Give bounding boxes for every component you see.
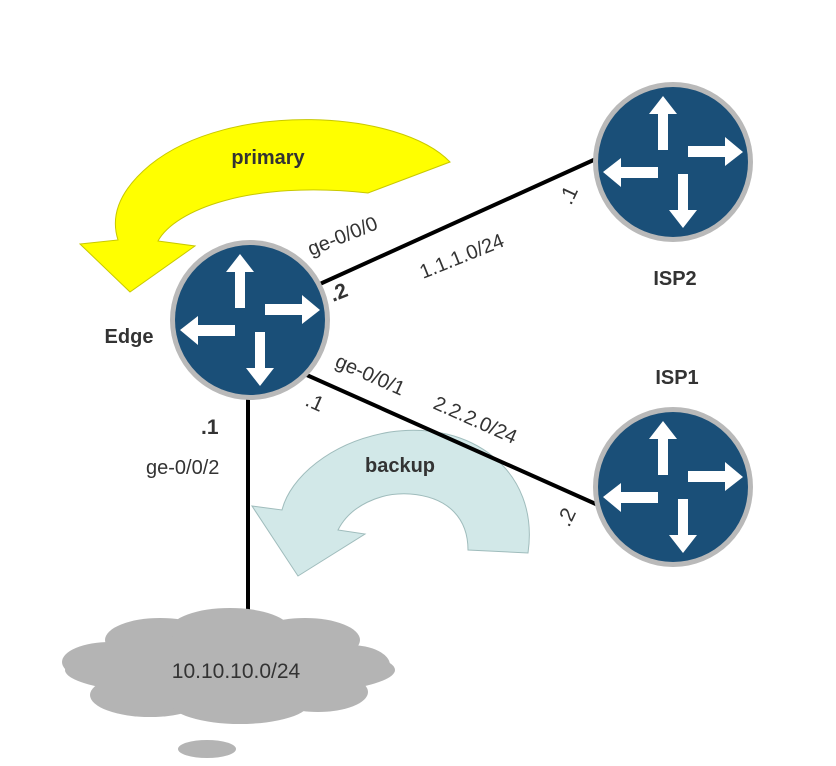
link-edge-isp2: [299, 156, 599, 295]
link-edge-isp1: [299, 370, 599, 507]
cloud-icon: [62, 608, 395, 758]
router-isp2[interactable]: [593, 82, 753, 242]
router-edge-name: Edge: [105, 326, 154, 348]
edge-isp2-subnet: 1.1.1.0/24: [417, 230, 508, 284]
primary-label: primary: [231, 147, 305, 169]
edge-lan-interface: ge-0/0/2: [146, 457, 219, 479]
router-isp1-name: ISP1: [655, 367, 698, 389]
edge-lan-edge-host: .1: [201, 416, 219, 439]
edge-isp2-edge-host: .2: [326, 279, 351, 307]
edge-isp2-isp-host: .1: [555, 183, 583, 209]
edge-isp1-edge-host: .1: [302, 389, 327, 417]
router-edge[interactable]: [170, 240, 330, 400]
edge-isp1-isp-host: .2: [553, 505, 581, 531]
edge-isp2-interface: ge-0/0/0: [305, 213, 381, 261]
backup-label: backup: [365, 455, 435, 477]
router-isp1[interactable]: [593, 407, 753, 567]
router-isp2-name: ISP2: [653, 268, 696, 290]
cloud-subnet: 10.10.10.0/24: [172, 660, 301, 683]
primary-arrow: [78, 119, 451, 293]
backup-arrow: [250, 429, 530, 577]
